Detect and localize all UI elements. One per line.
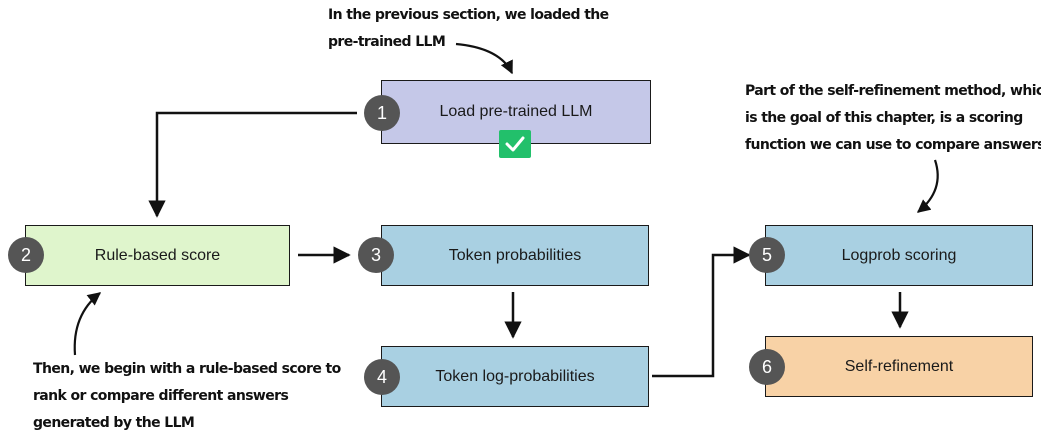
step-number-badge-3: 3: [358, 237, 394, 273]
step-number-badge-2: 2: [8, 237, 44, 273]
annotation-previous-section-line-1: In the previous section, we loaded the: [328, 7, 609, 23]
annotation-rule-based-line-3: generated by the LLM: [33, 415, 195, 431]
step-label-5: Logprob scoring: [841, 246, 957, 264]
annotation-self-refinement-line-2: is the goal of this chapter, is a scorin…: [745, 110, 1023, 126]
annotation-previous-section: In the previous section, we loaded the p…: [328, 2, 609, 56]
step-box-2: Rule-based score: [25, 225, 290, 286]
step-label-6: Self-refinement: [844, 357, 954, 375]
edge-4-to-5: [652, 246, 751, 378]
edge-1-to-2: [148, 111, 357, 218]
annotation-rule-based-line-2: rank or compare different answers: [33, 388, 289, 404]
annotation-previous-section-line-2: pre-trained LLM: [328, 34, 446, 50]
callout-arrow-self-refinement: [916, 159, 939, 213]
callout-arrow-previous-section: [455, 42, 513, 75]
step-box-6: Self-refinement: [765, 336, 1033, 397]
step-number-badge-5: 5: [749, 237, 785, 273]
completed-check-icon: [499, 130, 531, 158]
step-box-5: Logprob scoring: [765, 225, 1033, 286]
step-label-1: Load pre-trained LLM: [439, 103, 593, 120]
annotation-rule-based-line-1: Then, we begin with a rule-based score t…: [33, 361, 341, 377]
annotation-rule-based: Then, we begin with a rule-based score t…: [33, 356, 341, 437]
step-number-badge-6: 6: [749, 349, 785, 385]
callout-arrow-rule-based: [73, 292, 102, 356]
step-label-4: Token log-probabilities: [435, 367, 595, 385]
step-number-badge-1: 1: [364, 95, 400, 131]
annotation-self-refinement: Part of the self-refinement method, whic…: [745, 78, 1041, 159]
step-box-4: Token log-probabilities: [381, 346, 649, 407]
step-label-2: Rule-based score: [94, 246, 221, 264]
step-number-badge-4: 4: [364, 359, 400, 395]
step-box-3: Token probabilities: [381, 225, 649, 286]
annotation-self-refinement-line-3: function we can use to compare answers: [745, 137, 1041, 153]
annotation-self-refinement-line-1: Part of the self-refinement method, whic…: [745, 83, 1041, 99]
step-label-3: Token probabilities: [448, 246, 582, 264]
